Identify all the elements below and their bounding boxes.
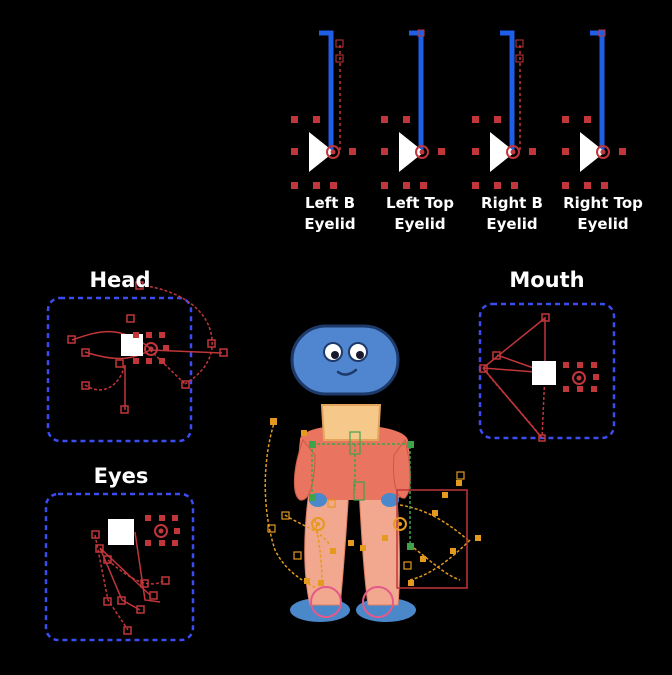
eyes-label: Eyes xyxy=(93,464,149,488)
mouth-pivot[interactable] xyxy=(563,362,599,392)
left-b-eyelid-label-line1: Left B xyxy=(304,194,356,212)
eyes-pivot[interactable] xyxy=(145,515,180,546)
left-top-eyelid-label: Left Top Eyelid xyxy=(380,193,460,235)
left-b-eyelid-label: Left B Eyelid xyxy=(290,193,370,235)
eyes-rig[interactable] xyxy=(91,530,170,635)
right-top-eyelid-control[interactable] xyxy=(562,29,626,189)
body-rig[interactable] xyxy=(264,418,481,618)
head-control-box[interactable] xyxy=(46,296,193,443)
right-top-eyelid-label-line1: Right Top xyxy=(563,194,643,212)
right-b-eyelid-label-line2: Eyelid xyxy=(486,215,538,233)
right-top-eyelid-label-line2: Eyelid xyxy=(577,215,629,233)
right-b-eyelid-control[interactable] xyxy=(472,30,536,189)
right-b-eyelid-label: Right B Eyelid xyxy=(472,193,552,235)
head-label: Head xyxy=(89,268,151,292)
head-rig[interactable] xyxy=(67,281,228,414)
left-b-eyelid-label-line2: Eyelid xyxy=(304,215,356,233)
left-top-eyelid-label-line1: Left Top xyxy=(386,194,454,212)
eyes-control-box[interactable] xyxy=(44,492,195,642)
eyelid-controls xyxy=(291,29,626,189)
head-handle[interactable] xyxy=(121,334,143,356)
right-top-eyelid-label: Right Top Eyelid xyxy=(563,193,643,235)
head-pivot[interactable] xyxy=(133,332,169,364)
eyes-handle[interactable] xyxy=(108,519,134,545)
left-top-eyelid-label-line2: Eyelid xyxy=(394,215,446,233)
mouth-handle[interactable] xyxy=(532,361,556,385)
left-arm xyxy=(293,438,316,501)
mouth-label: Mouth xyxy=(509,268,585,292)
right-arm xyxy=(393,438,411,499)
right-b-eyelid-label-line1: Right B xyxy=(481,194,543,212)
left-top-eyelid-control[interactable] xyxy=(381,29,445,189)
character-head xyxy=(290,324,400,396)
left-b-eyelid-control[interactable] xyxy=(291,30,356,189)
torso xyxy=(298,425,410,500)
character[interactable] xyxy=(290,324,416,622)
